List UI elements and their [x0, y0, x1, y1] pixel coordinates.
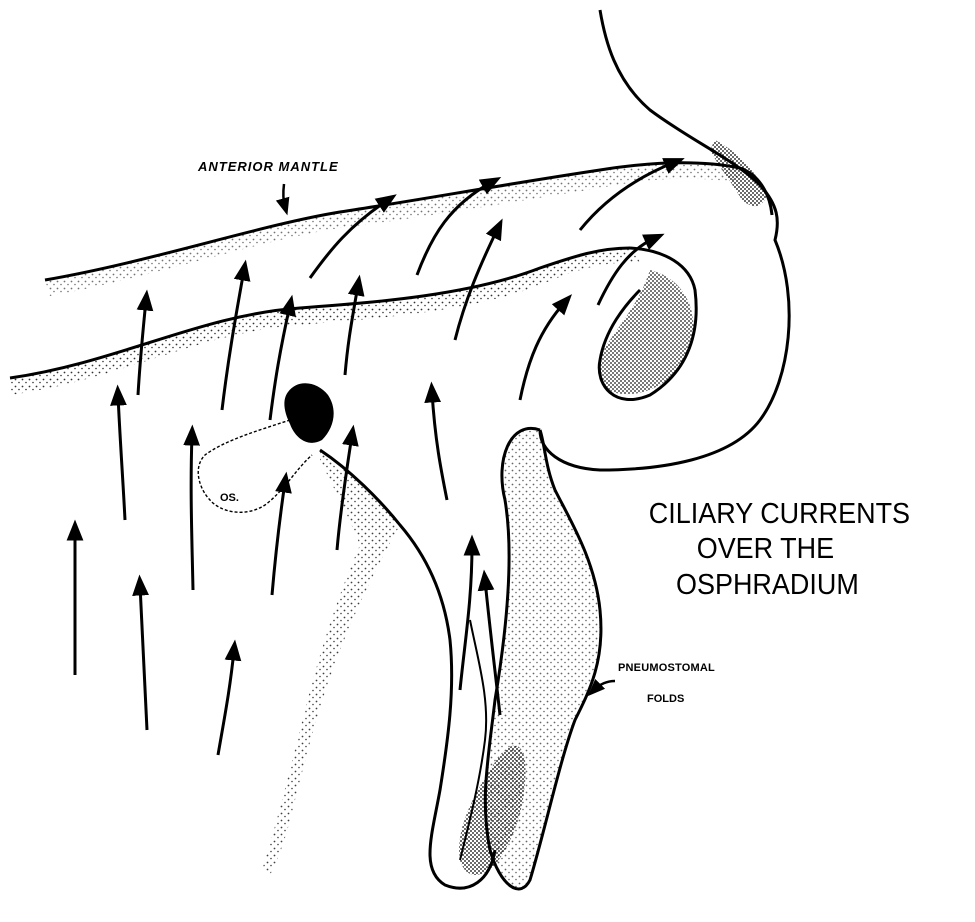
os-outline — [198, 420, 312, 512]
arrow-11 — [345, 285, 358, 375]
arrow-19 — [460, 545, 472, 690]
arrow-2 — [140, 585, 147, 730]
diagram-title-line-3: OSPHRADIUM — [600, 571, 935, 600]
arrow-18 — [432, 392, 447, 500]
diagram-title-line-1: CILIARY CURRENTS — [612, 500, 947, 529]
osphradium-spot — [284, 383, 333, 443]
arrow-20 — [485, 580, 500, 715]
anterior-mantle-pointer — [283, 184, 285, 207]
label-pneumostomal-line2: FOLDS — [647, 694, 684, 705]
arrow-9 — [222, 270, 244, 410]
pneumostomal-pointer — [594, 681, 615, 690]
label-pneumostomal-line1: PNEUMOSTOMAL — [618, 663, 715, 674]
left-fold-stipple — [262, 450, 400, 875]
arrow-17 — [520, 302, 565, 400]
label-os: OS. — [220, 493, 239, 504]
arrow-4 — [118, 395, 125, 520]
right-lobe-outline — [540, 10, 789, 470]
arrow-3 — [218, 650, 234, 755]
inner-loop-dark-area — [600, 270, 693, 394]
arrow-6 — [272, 482, 285, 595]
diagram-title-line-2: OVER THE — [598, 535, 933, 564]
label-anterior-mantle: ANTERIOR MANTLE — [198, 160, 339, 173]
arrow-5 — [191, 435, 193, 590]
